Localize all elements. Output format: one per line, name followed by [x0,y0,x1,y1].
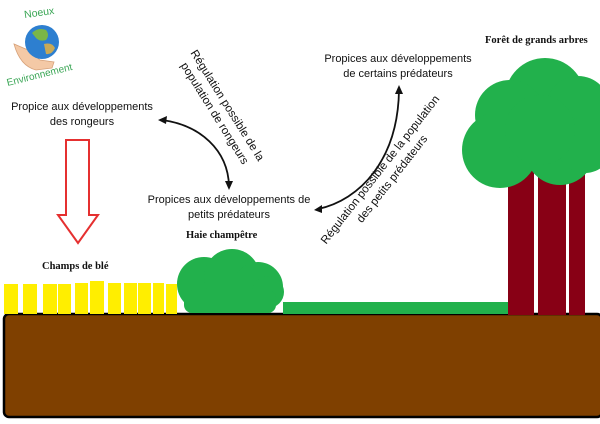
wheat-stalk [4,284,18,314]
title-wheat-field: Champs de blé [42,261,109,272]
wheat-stalk [108,283,121,314]
wheat-stalk [58,284,71,314]
arrowhead-icon [225,181,233,190]
wheat-stalk [138,283,151,314]
hedge-bush [177,249,284,313]
tree-trunk [569,165,585,315]
title-forest: Forêt de grands arbres [485,35,588,46]
label-certain-predators-development: Propices aux développements de certains … [324,53,472,80]
arrow-regulation-rodents [161,119,230,187]
wheat-stalk [153,283,164,314]
wheat-stalk [166,284,177,314]
logo: Noeux Environnement [0,0,90,90]
soil-ground [2,312,600,419]
wheat-stalk [43,284,57,314]
wheat-stalk [90,281,104,314]
arrowhead-icon [158,116,167,124]
grass-strip [283,302,509,314]
down-arrow-icon [56,139,100,245]
tree-trunks [508,165,585,315]
wheat-field [4,281,177,314]
logo-top-text: Noeux [23,4,56,22]
title-hedge: Haie champêtre [186,230,258,241]
wheat-stalk [124,283,137,314]
forest-canopy [462,58,600,188]
wheat-stalk [23,284,37,314]
arrow-regulation-small-predators [317,89,400,210]
logo-bottom-text: Environnement [5,62,74,89]
logo-graphic [13,25,59,71]
tree-trunk [538,165,566,315]
arrowhead-icon [314,205,322,213]
label-small-predators-development: Propices aux développements de petits pr… [147,194,311,221]
wheat-stalk [75,283,88,314]
tree-trunk [508,170,534,315]
arrowhead-icon [395,85,403,94]
label-rodents-development: Propice aux développements des rongeurs [11,101,153,128]
